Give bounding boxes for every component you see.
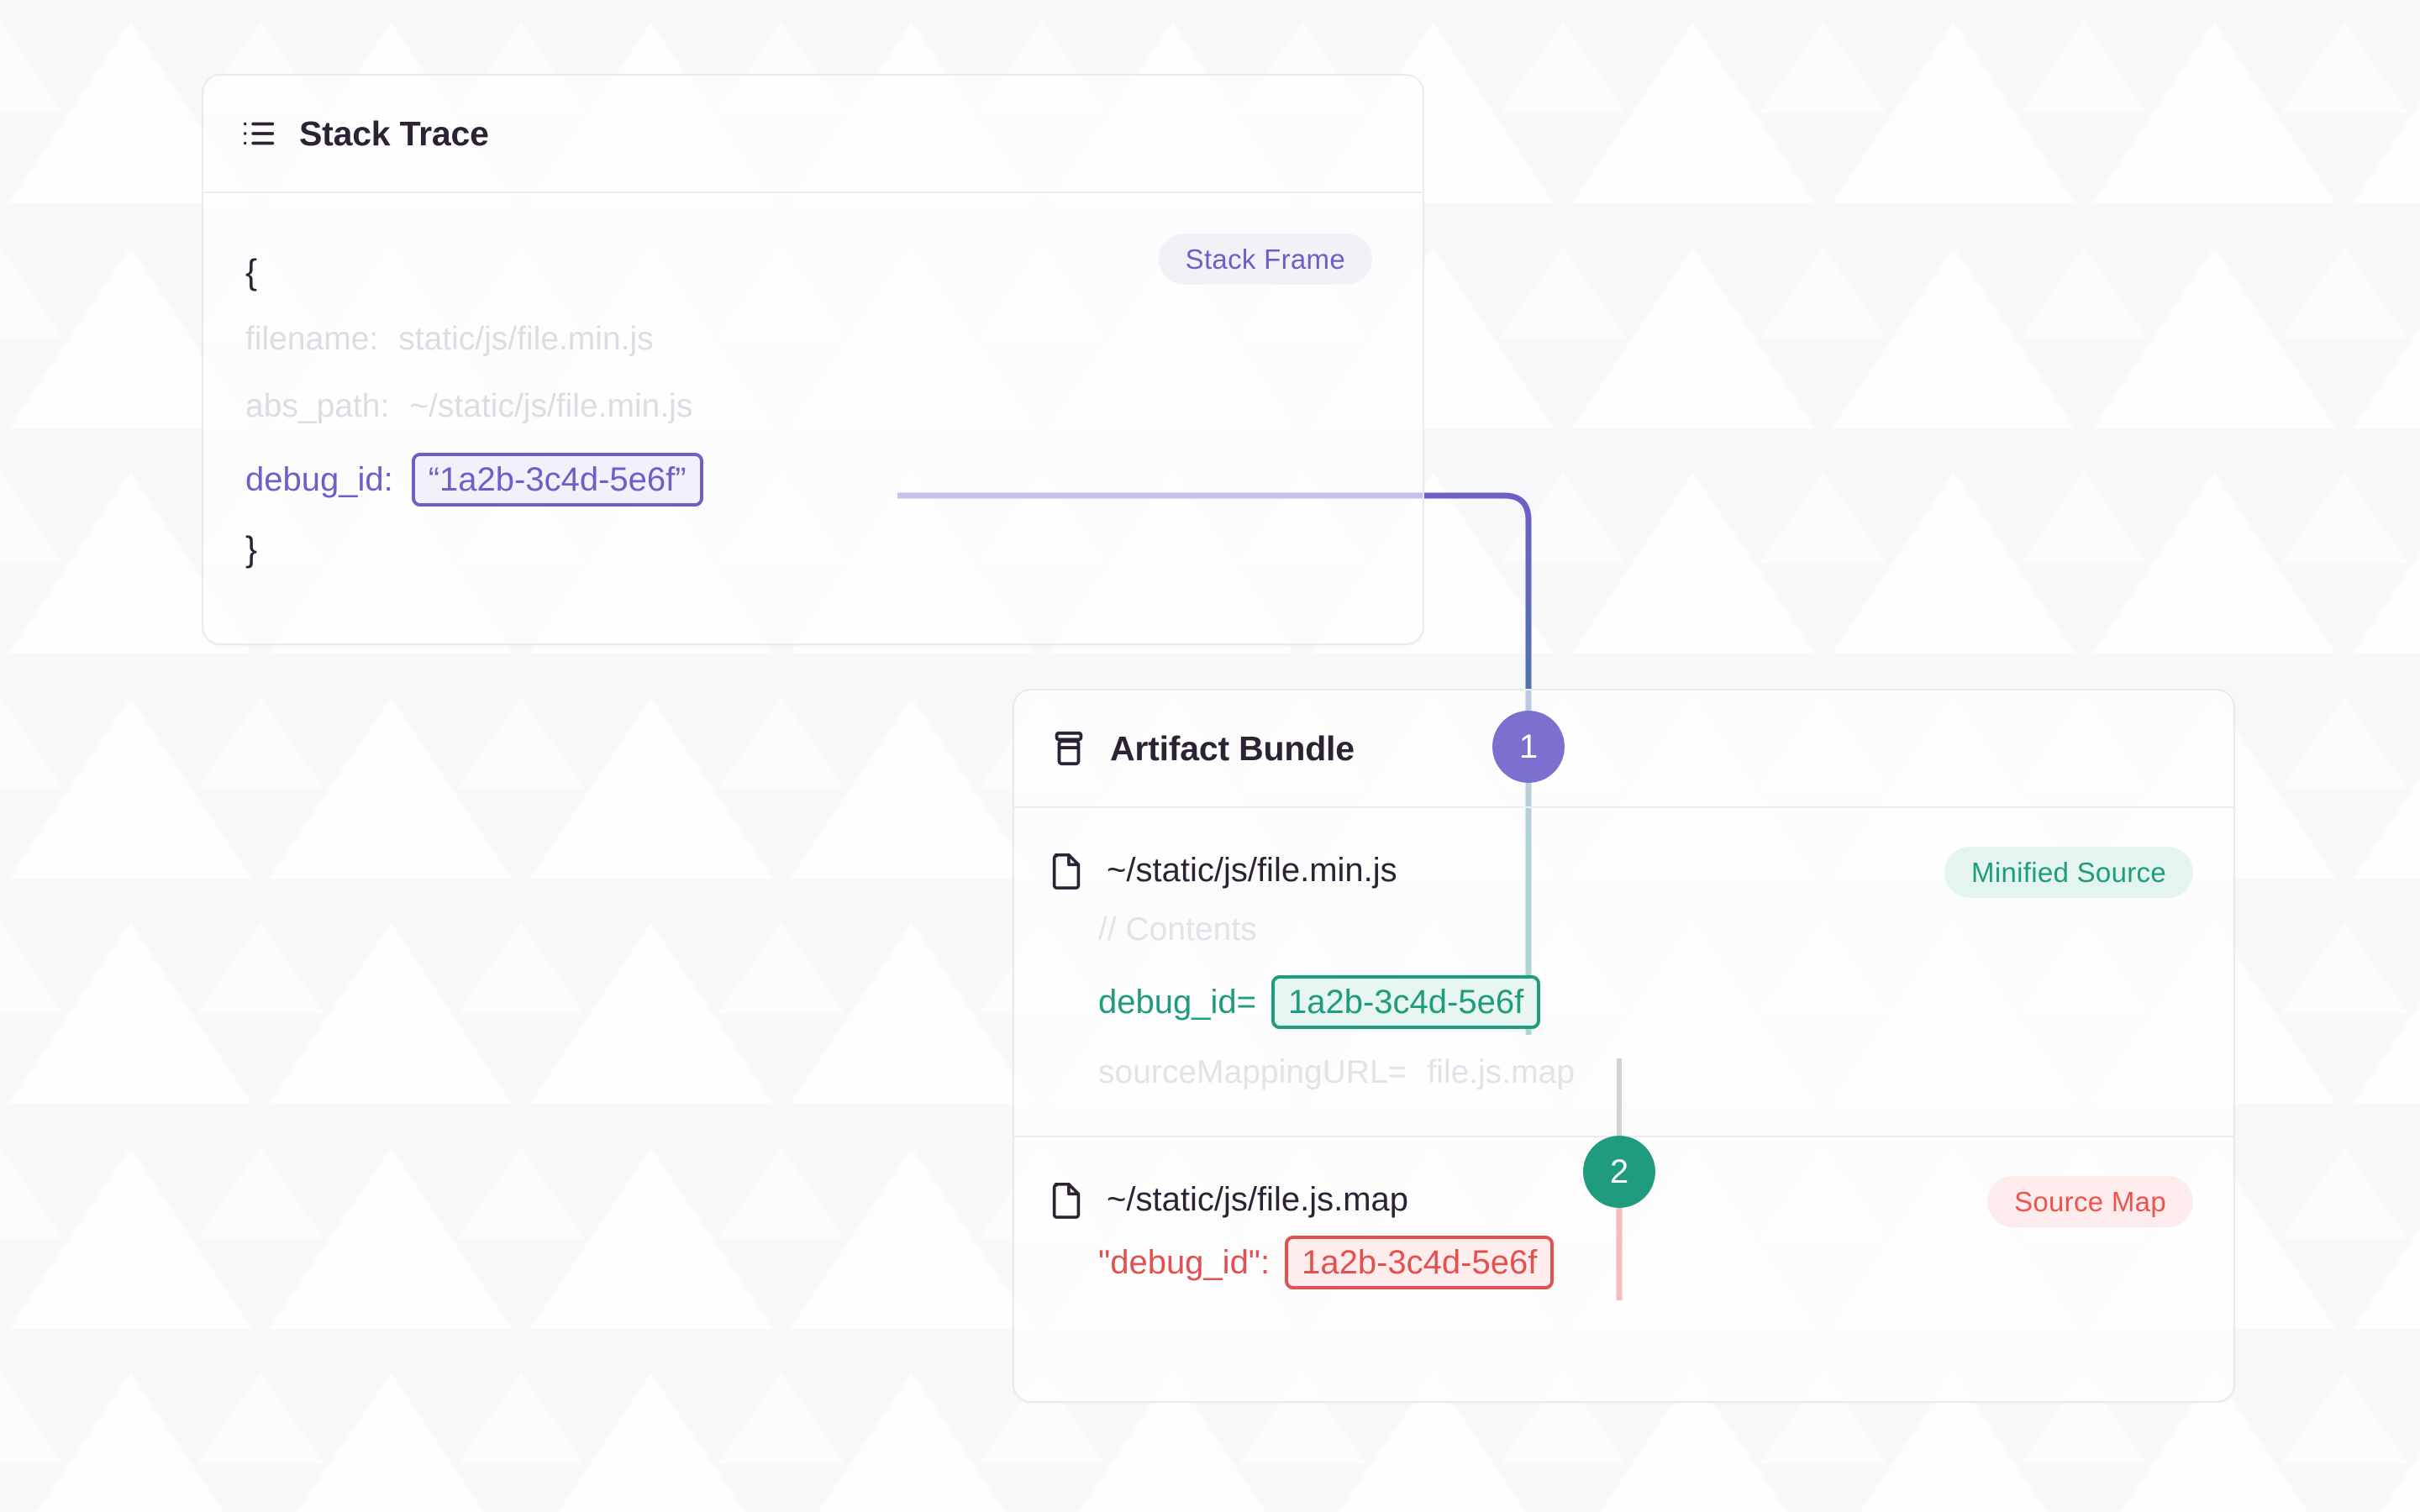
artifact-bundle-panel: Artifact Bundle Minified Source ~/static… (1013, 689, 2235, 1403)
field-abs-path-key: abs_path: (245, 388, 390, 424)
field-abs-path-value: ~/static/js/file.min.js (409, 388, 693, 424)
step-badge-1: 1 (1492, 711, 1565, 783)
stack-trace-title: Stack Trace (299, 113, 489, 153)
close-brace: } (245, 529, 258, 569)
minified-file-name: ~/static/js/file.min.js (1107, 851, 1397, 889)
stack-frame-tag: Stack Frame (1158, 234, 1372, 285)
field-abs-path: abs_path: ~/static/js/file.min.js (239, 373, 1387, 440)
sourcemap-debug-id-row: "debug_id": 1a2b-3c4d-5e6f (1098, 1226, 2198, 1299)
sourcemap-file-name: ~/static/js/file.js.map (1107, 1180, 1409, 1218)
artifact-bundle-title: Artifact Bundle (1110, 728, 1355, 768)
stack-trace-debug-id-row: debug_id: “1a2b-3c4d-5e6f” (239, 444, 1387, 516)
minified-source-tag: Minified Source (1944, 847, 2193, 898)
source-mapping-url-key: sourceMappingURL= (1098, 1054, 1407, 1090)
field-filename: filename: static/js/file.min.js (239, 306, 1387, 373)
minified-debug-id-value[interactable]: 1a2b-3c4d-5e6f (1270, 975, 1541, 1029)
list-icon (239, 114, 277, 153)
minified-contents-comment: // Contents (1098, 911, 1257, 948)
artifact-bundle-header: Artifact Bundle (1014, 690, 2233, 808)
artifact-file-row-minified: Minified Source ~/static/js/file.min.js … (1014, 808, 2233, 1136)
field-filename-value: static/js/file.min.js (398, 321, 654, 357)
field-filename-key: filename: (245, 321, 379, 357)
sourcemap-debug-id-value[interactable]: 1a2b-3c4d-5e6f (1285, 1236, 1555, 1289)
minified-debug-id-key: debug_id= (1098, 983, 1256, 1021)
source-map-tag: Source Map (1987, 1176, 2193, 1227)
stack-trace-debug-id-key: debug_id: (245, 460, 393, 498)
minified-file-detail: // Contents debug_id= 1a2b-3c4d-5e6f sou… (1050, 895, 2198, 1107)
stack-trace-panel: Stack Trace Stack Frame { filename:stati… (202, 74, 1424, 645)
source-mapping-url-value: file.js.map (1427, 1054, 1576, 1090)
sourcemap-debug-id-key: "debug_id": (1098, 1243, 1270, 1281)
archive-icon (1050, 729, 1088, 768)
source-mapping-url-row: sourceMappingURL= file.js.map (1098, 1038, 2198, 1107)
stack-trace-header: Stack Trace (203, 76, 1423, 193)
file-icon (1050, 1180, 1085, 1219)
stack-trace-body: Stack Frame { filename:static/js/file.mi… (203, 193, 1423, 608)
sourcemap-file-detail: "debug_id": 1a2b-3c4d-5e6f (1050, 1226, 2198, 1299)
minified-debug-id-row: debug_id= 1a2b-3c4d-5e6f (1098, 966, 2198, 1038)
file-icon (1050, 851, 1085, 890)
stack-trace-debug-id-value[interactable]: “1a2b-3c4d-5e6f” (411, 453, 703, 507)
step-badge-2: 2 (1583, 1136, 1655, 1208)
